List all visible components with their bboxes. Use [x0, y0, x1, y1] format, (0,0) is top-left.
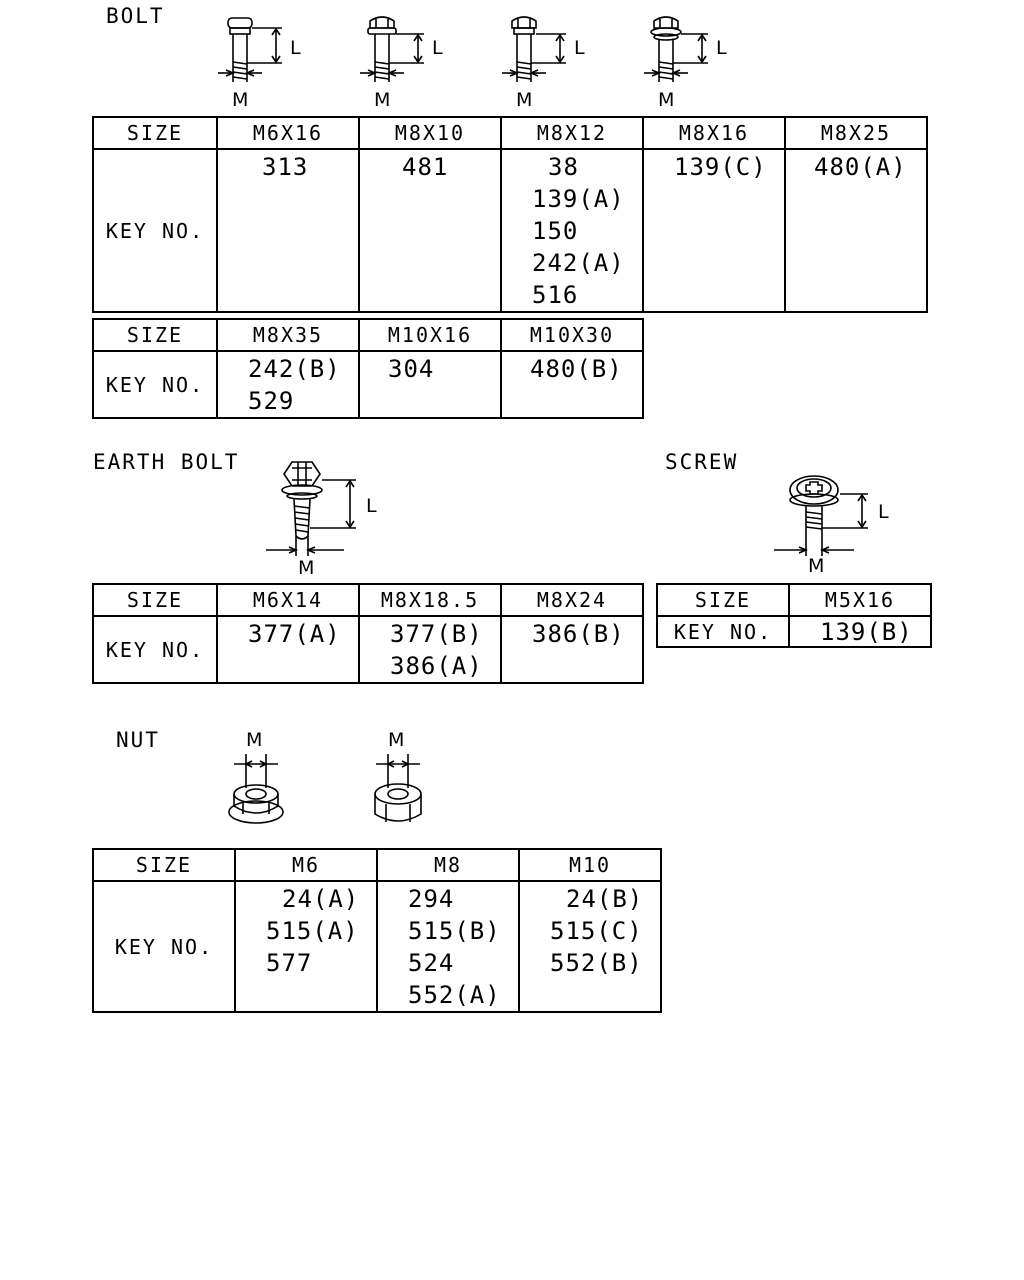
table-row: KEY NO. 377(A) 377(B) 386(A) 386(B): [92, 615, 644, 684]
bolt-table-2: SIZE M8X35 M10X16 M10X30 KEY NO. 242(B) …: [92, 318, 644, 419]
earth-bolt-dim-m: M: [298, 557, 314, 579]
key-value: 24(A): [282, 885, 360, 913]
size-cell: M8X10: [358, 116, 502, 150]
screw-dim-m: M: [808, 555, 824, 577]
size-cell: M10: [518, 848, 662, 882]
earth-bolt-table: SIZE M6X14 M8X18.5 M8X24 KEY NO. 377(A) …: [92, 583, 644, 684]
size-header: SIZE: [92, 848, 236, 882]
key-value: 150: [532, 217, 579, 245]
size-cell: M8: [376, 848, 520, 882]
key-value: 516: [532, 281, 579, 309]
bolt-title: BOLT: [106, 4, 165, 28]
key-value: 515(B): [408, 917, 501, 945]
key-value: 139(B): [820, 618, 913, 646]
size-cell: M8X35: [216, 318, 360, 352]
bolt-table-1: SIZE M6X16 M8X10 M8X12 M8X16 M8X25 KEY N…: [92, 116, 928, 313]
nut-figure-2: M: [374, 729, 422, 822]
key-value: 480(B): [530, 355, 623, 383]
size-cell: M8X18.5: [358, 583, 502, 617]
table-row: KEY NO. 24(A) 515(A) 577 294 515(B) 524 …: [92, 880, 662, 1013]
bolt-4-dim-m: M: [658, 89, 674, 111]
size-cell: M8X16: [642, 116, 786, 150]
size-header: SIZE: [656, 583, 790, 617]
key-value: 577: [266, 949, 313, 977]
key-value: 552(A): [408, 981, 501, 1009]
bolt-figure-2: L M: [360, 16, 443, 111]
earth-bolt-figure: L M: [266, 461, 377, 579]
bolt-1-dim-l: L: [290, 37, 301, 59]
key-value: 386(B): [532, 620, 625, 648]
bolt-figure-1: L M: [218, 17, 301, 111]
key-value: 515(A): [266, 917, 359, 945]
nut-title: NUT: [116, 728, 160, 752]
size-cell: M6X16: [216, 116, 360, 150]
size-cell: M8X24: [500, 583, 644, 617]
key-value: 377(A): [248, 620, 341, 648]
bolt-figure-3: L M: [502, 16, 585, 111]
key-value: 481: [402, 153, 449, 181]
key-value: 515(C): [550, 917, 643, 945]
size-cell: M5X16: [788, 583, 932, 617]
nut-2-dim-m: M: [388, 729, 404, 751]
size-cell: M6: [234, 848, 378, 882]
screw-figure: L M: [774, 475, 889, 577]
key-value: 139(A): [532, 185, 625, 213]
key-no-header: KEY NO.: [92, 880, 236, 1013]
screw-table: SIZE M5X16 KEY NO. 139(B): [656, 583, 932, 648]
key-value: 24(B): [566, 885, 644, 913]
size-cell: M8X12: [500, 116, 644, 150]
size-header: SIZE: [92, 583, 218, 617]
key-no-header: KEY NO.: [656, 615, 790, 648]
key-value: 242(A): [532, 249, 625, 277]
earth-bolt-title: EARTH BOLT: [93, 450, 240, 474]
nut-table: SIZE M6 M8 M10 KEY NO. 24(A) 515(A) 577 …: [92, 848, 662, 1013]
table-row: KEY NO. 242(B) 529 304 480(B): [92, 350, 644, 419]
bolt-3-dim-l: L: [574, 37, 585, 59]
key-value: 480(A): [814, 153, 907, 181]
key-no-header: KEY NO.: [92, 615, 218, 684]
screw-dim-l: L: [878, 501, 889, 523]
key-no-header: KEY NO.: [92, 148, 218, 313]
table-row: SIZE M6X14 M8X18.5 M8X24: [92, 583, 644, 617]
table-row: KEY NO. 313 481 38 139(A) 150 242(A) 516…: [92, 148, 928, 313]
key-value: 294: [408, 885, 455, 913]
table-row: SIZE M6 M8 M10: [92, 848, 662, 882]
table-row: SIZE M5X16: [656, 583, 932, 617]
key-no-header: KEY NO.: [92, 350, 218, 419]
earth-bolt-dim-l: L: [366, 495, 377, 517]
key-value: 529: [248, 387, 295, 415]
screw-title: SCREW: [665, 450, 739, 474]
key-value: 524: [408, 949, 455, 977]
size-cell: M10X30: [500, 318, 644, 352]
key-value: 139(C): [674, 153, 767, 181]
key-value: 38: [548, 153, 579, 181]
size-cell: M10X16: [358, 318, 502, 352]
key-value: 304: [388, 355, 435, 383]
bolt-figure-4: L M: [644, 16, 727, 111]
key-value: 313: [262, 153, 309, 181]
bolt-3-dim-m: M: [516, 89, 532, 111]
key-value: 377(B): [390, 620, 483, 648]
nut-figure-1: M: [228, 729, 284, 824]
nut-1-dim-m: M: [246, 729, 262, 751]
key-value: 386(A): [390, 652, 483, 680]
table-row: KEY NO. 139(B): [656, 615, 932, 648]
size-header: SIZE: [92, 318, 218, 352]
size-header: SIZE: [92, 116, 218, 150]
key-value: 552(B): [550, 949, 643, 977]
table-row: SIZE M6X16 M8X10 M8X12 M8X16 M8X25: [92, 116, 928, 150]
size-cell: M6X14: [216, 583, 360, 617]
bolt-2-dim-l: L: [432, 37, 443, 59]
bolt-2-dim-m: M: [374, 89, 390, 111]
bolt-4-dim-l: L: [716, 37, 727, 59]
bolt-1-dim-m: M: [232, 89, 248, 111]
table-row: SIZE M8X35 M10X16 M10X30: [92, 318, 644, 352]
size-cell: M8X25: [784, 116, 928, 150]
key-value: 242(B): [248, 355, 341, 383]
